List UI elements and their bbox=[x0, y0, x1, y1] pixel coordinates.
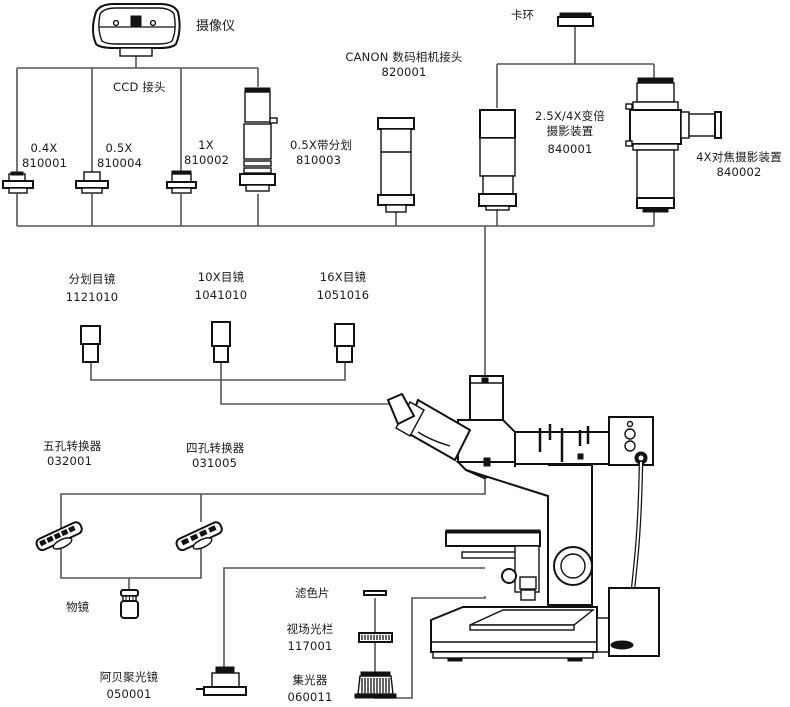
ccd-adapter-0-4x-label: 0.4X 810001 bbox=[22, 141, 68, 171]
eyepiece-16x-icon bbox=[334, 323, 355, 363]
ccd-adapter-0-4x-icon bbox=[2, 171, 34, 194]
zoom-photo-device-label: 2.5X/4X变倍 摄影装置 840001 bbox=[528, 109, 612, 157]
camera-icon bbox=[92, 3, 181, 57]
ring-label: 卡环 bbox=[511, 8, 534, 22]
ccd-adapter-0-5x-reticle-label: 0.5X带分划 810003 bbox=[290, 138, 352, 168]
focus-photo-device-icon bbox=[625, 77, 722, 213]
ccd-adapter-0-4x-magnification: 0.4X bbox=[30, 141, 58, 155]
ccd-adapter-1x-magnification: 1X bbox=[198, 138, 214, 152]
nosepiece-four-hole-label: 四孔转换器 031005 bbox=[186, 441, 245, 471]
objective-icon bbox=[120, 589, 139, 619]
eyepiece-reticle-icon bbox=[80, 325, 101, 363]
ccd-adapter-0-5x-reticle-name: 0.5X带分划 bbox=[290, 138, 353, 152]
abbe-condenser-icon bbox=[196, 666, 247, 696]
eyepiece-16x-label: 16X目镜 1051016 bbox=[308, 270, 378, 303]
ccd-adapter-0-5x-magnification: 0.5X bbox=[105, 141, 133, 155]
eyepiece-reticle-label: 分划目镜 1121010 bbox=[58, 272, 126, 305]
zoom-photo-device-code: 840001 bbox=[547, 142, 593, 156]
eyepiece-reticle-code: 1121010 bbox=[65, 290, 119, 304]
eyepiece-10x-icon bbox=[211, 321, 231, 363]
zoom-photo-device-name-line2: 摄影装置 bbox=[546, 124, 594, 138]
filter-label: 滤色片 bbox=[295, 586, 330, 600]
ccd-adapter-0-5x-reticle-icon bbox=[239, 87, 278, 192]
eyepiece-reticle-name: 分划目镜 bbox=[68, 272, 116, 286]
canon-adapter-code: 820001 bbox=[381, 65, 427, 79]
condenser-label: 集光器 060011 bbox=[280, 673, 340, 705]
camera-label: 摄像仪 bbox=[196, 19, 236, 34]
eyepiece-16x-code: 1051016 bbox=[316, 288, 370, 302]
nosepiece-four-hole-icon bbox=[175, 521, 223, 552]
canon-adapter-name: CANON 数码相机接头 bbox=[345, 50, 463, 64]
ccd-adapter-1x-code: 810002 bbox=[184, 153, 230, 167]
field-diaphragm-code: 117001 bbox=[287, 639, 333, 653]
eyepiece-10x-name: 10X目镜 bbox=[197, 270, 245, 284]
ccd-adapter-0-5x-code: 810004 bbox=[97, 156, 143, 170]
nosepiece-four-hole-code: 031005 bbox=[192, 456, 238, 470]
ccd-adapter-1x-icon bbox=[166, 170, 197, 194]
eyepiece-10x-code: 1041010 bbox=[194, 288, 248, 302]
zoom-photo-device-name-line1: 2.5X/4X变倍 bbox=[534, 109, 606, 123]
nosepiece-five-hole-code: 032001 bbox=[47, 454, 93, 468]
condenser-icon bbox=[354, 671, 397, 699]
ccd-adapter-0-5x-label: 0.5X 810004 bbox=[97, 141, 143, 171]
canon-adapter-label: CANON 数码相机接头 820001 bbox=[336, 50, 472, 80]
nosepiece-five-hole-label: 五孔转换器 032001 bbox=[43, 439, 102, 469]
ccd-adapter-0-5x-icon bbox=[75, 171, 109, 194]
field-diaphragm-name: 视场光栏 bbox=[286, 622, 334, 636]
ring-icon bbox=[557, 12, 594, 27]
abbe-condenser-label: 阿贝聚光镜 050001 bbox=[88, 670, 170, 702]
eyepiece-16x-name: 16X目镜 bbox=[319, 270, 367, 284]
objective-label: 物镜 bbox=[66, 600, 89, 614]
ccd-adapter-1x-label: 1X 810002 bbox=[184, 138, 230, 168]
nosepiece-four-hole-name: 四孔转换器 bbox=[186, 441, 245, 455]
focus-photo-device-code: 840002 bbox=[716, 165, 762, 179]
field-diaphragm-label: 视场光栏 117001 bbox=[280, 622, 340, 654]
zoom-photo-device-icon bbox=[478, 109, 517, 211]
focus-photo-device-label: 4X对焦摄影装置 840002 bbox=[688, 150, 790, 180]
field-diaphragm-icon bbox=[358, 632, 393, 643]
nosepiece-five-hole-name: 五孔转换器 bbox=[43, 439, 102, 453]
condenser-name: 集光器 bbox=[292, 673, 328, 687]
condenser-code: 060011 bbox=[287, 690, 333, 704]
ccd-adapter-label: CCD 接头 bbox=[113, 80, 166, 94]
focus-photo-device-name: 4X对焦摄影装置 bbox=[696, 150, 782, 164]
canon-adapter-icon bbox=[377, 117, 415, 213]
nosepiece-five-hole-icon bbox=[35, 521, 83, 552]
microscope-icon bbox=[386, 375, 660, 662]
ccd-adapter-0-5x-reticle-code: 810003 bbox=[296, 153, 342, 167]
abbe-condenser-code: 050001 bbox=[106, 687, 152, 701]
eyepiece-10x-label: 10X目镜 1041010 bbox=[186, 270, 256, 303]
ccd-adapter-0-4x-code: 810001 bbox=[22, 156, 68, 170]
abbe-condenser-name: 阿贝聚光镜 bbox=[99, 670, 159, 684]
filter-icon bbox=[363, 590, 387, 596]
